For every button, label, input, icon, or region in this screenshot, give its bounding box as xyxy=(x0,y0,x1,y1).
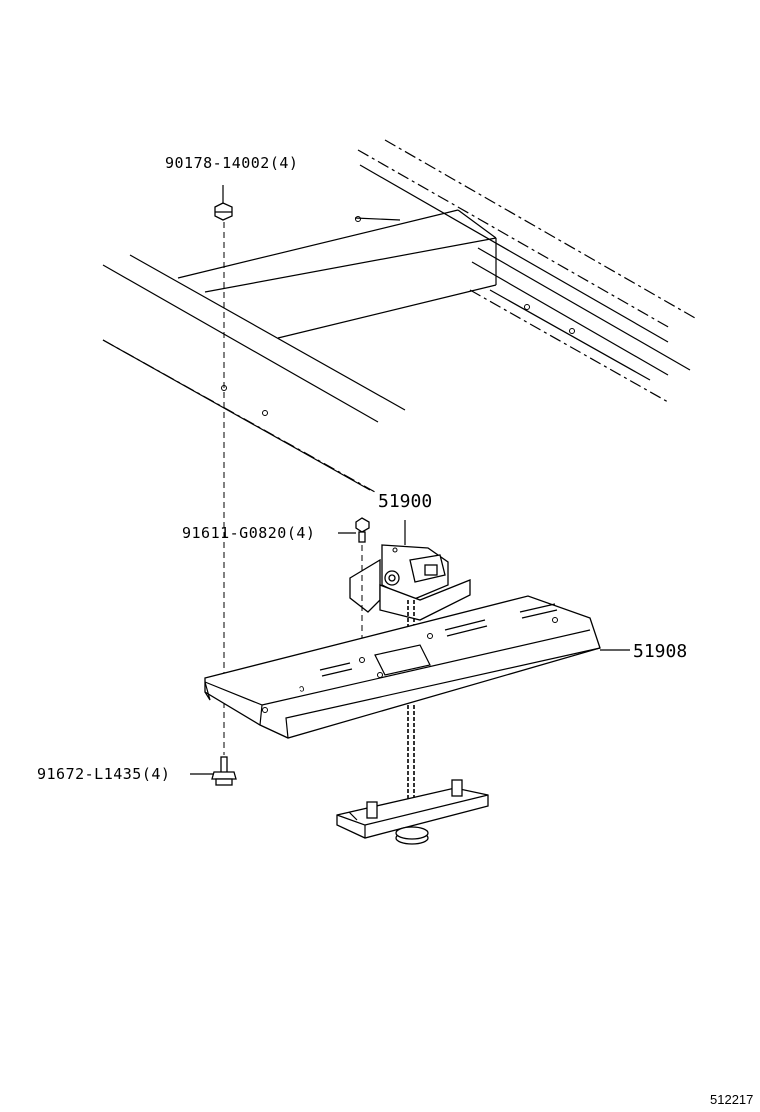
carrier-chain xyxy=(407,600,415,808)
bolt-91672-L1435 xyxy=(190,756,237,786)
part-number-nut-top: 90178-14002(4) xyxy=(165,154,298,172)
part-number-bolt-mid: 91611-G0820(4) xyxy=(182,524,315,542)
part-number-bracket: 51908 xyxy=(633,641,687,662)
bolt-91611-G0820 xyxy=(338,517,370,543)
bracket-plate-51908: ɔ xyxy=(204,595,630,739)
tire-carrier-51900 xyxy=(349,520,471,621)
part-number-bolt-low: 91672-L1435(4) xyxy=(37,765,170,783)
svg-text:ɔ: ɔ xyxy=(298,683,306,695)
tire-holder xyxy=(336,779,489,845)
nut-90178-14002 xyxy=(214,185,233,221)
part-number-carrier: 51900 xyxy=(378,491,432,512)
figure-reference-number: 512217 xyxy=(710,1092,753,1107)
vehicle-frame xyxy=(102,139,696,493)
